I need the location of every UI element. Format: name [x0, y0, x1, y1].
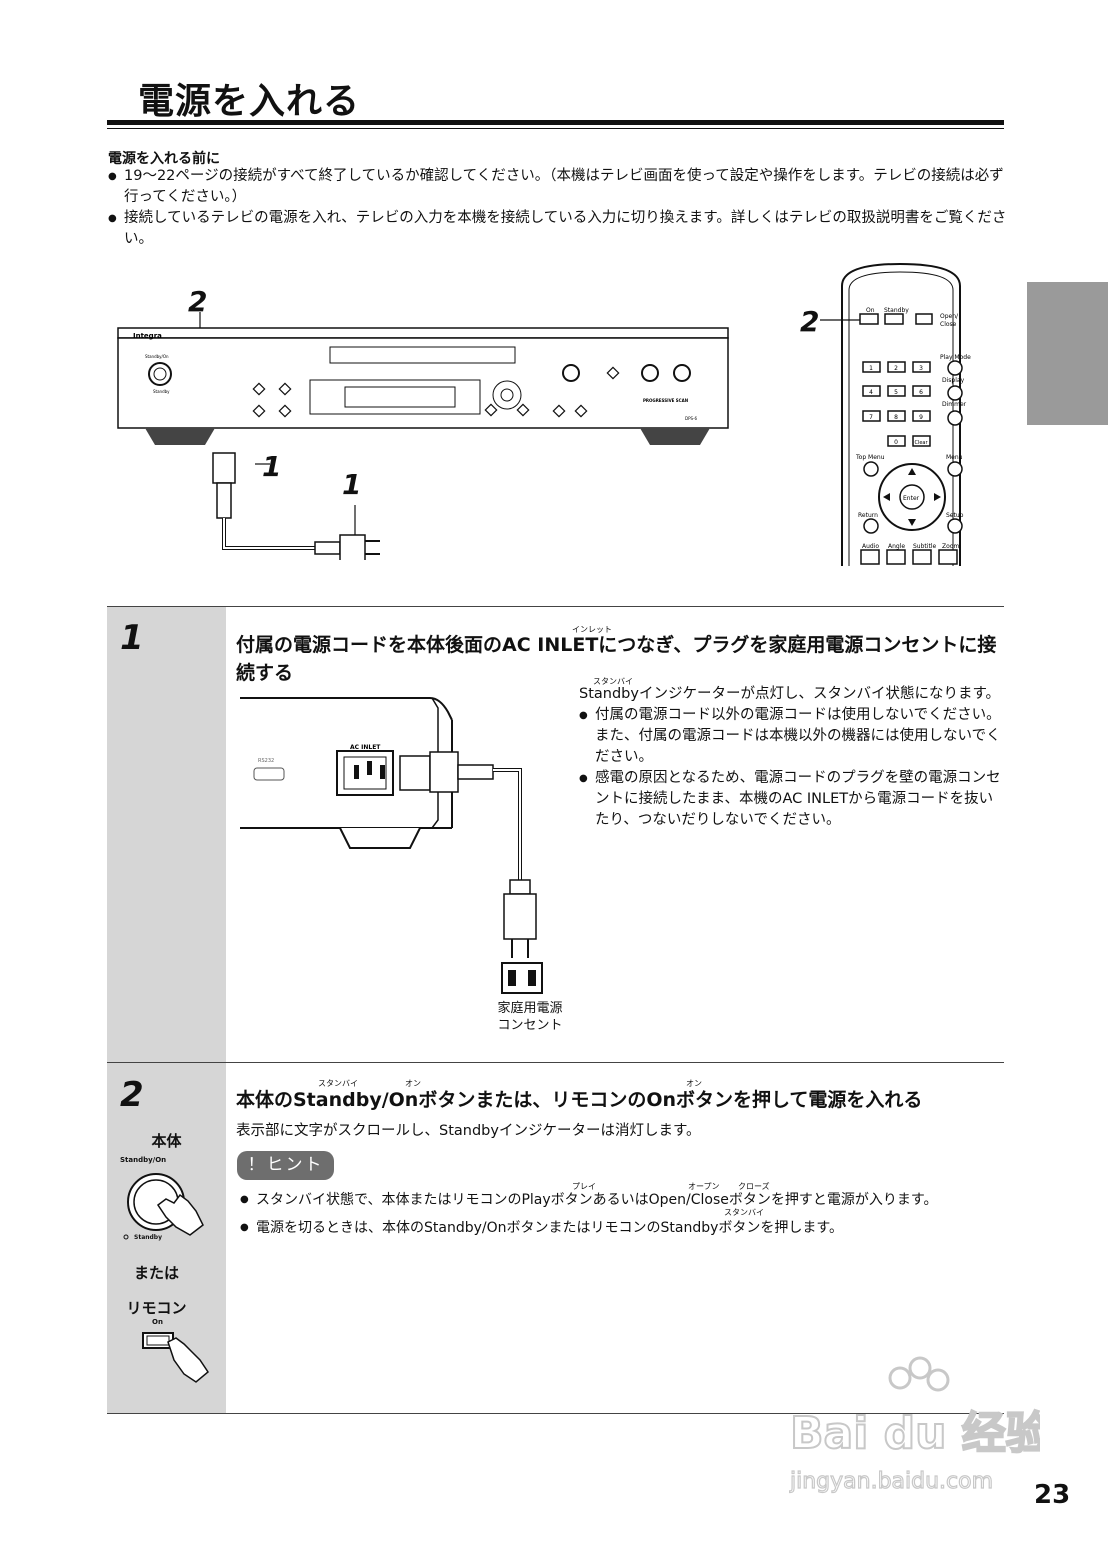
step-column — [107, 607, 226, 1414]
svg-text:PROGRESSIVE SCAN: PROGRESSIVE SCAN — [643, 398, 688, 403]
svg-text:Close: Close — [940, 321, 957, 328]
svg-text:Subtitle: Subtitle — [913, 543, 936, 550]
svg-text:On: On — [866, 307, 875, 314]
remote-key-label: 0 — [894, 439, 898, 446]
remote-key-label: Clear — [914, 440, 928, 446]
svg-text:Zoom: Zoom — [942, 543, 959, 550]
remote-key-label: 9 — [919, 414, 923, 421]
page-number: 23 — [1034, 1480, 1071, 1510]
standby-on-label: Standby/On — [120, 1156, 167, 1164]
hint-badge: ！ヒント — [237, 1151, 334, 1180]
callout-1: 1 — [342, 468, 362, 501]
svg-text:Return: Return — [858, 512, 878, 519]
baidu-watermark: Bai du 经验 jingyan.baidu.com — [788, 1356, 1040, 1495]
hint-bullet: スタンバイ状態で、本体またはリモコンのPlayボタンあるいはOpen/Close… — [240, 1186, 1010, 1214]
remote-key-label: 8 — [894, 414, 898, 421]
svg-text:AC INLET: AC INLET — [350, 744, 381, 751]
svg-text:Setup: Setup — [946, 512, 964, 519]
step-description: Standbyインジケーターが点灯し、スタンバイ状態になります。 — [579, 686, 1001, 702]
intro-bullet: 19〜22ページの接続がすべて終了しているか確認してください。（本機はテレビ画面… — [108, 166, 1008, 208]
step-title: 付属の電源コードを本体後面のAC INLETにつなぎ、プラグを家庭用電源コンセン… — [236, 634, 997, 684]
callout-2: 2 — [800, 305, 820, 338]
caution-bullet: 感電の原因となるため、電源コードのプラグを壁の電源コンセントに接続したまま、本機… — [579, 768, 1007, 831]
section-tab — [1027, 282, 1108, 425]
svg-text:Dimmer: Dimmer — [942, 401, 967, 408]
brand-label: Integra — [133, 332, 162, 340]
ruby: スタンバイ — [724, 1208, 764, 1217]
svg-text:Top Menu: Top Menu — [855, 454, 885, 461]
divider — [107, 606, 1004, 607]
remote-key-label: 1 — [869, 365, 873, 372]
standby-button-illustration — [123, 1173, 204, 1240]
standby-label: Standby — [134, 1234, 163, 1241]
svg-text:Menu: Menu — [946, 454, 963, 461]
divider — [107, 1062, 1004, 1063]
intro-bullet: 接続しているテレビの電源を入れ、テレビの入力を本機を接続している入力に切り換えま… — [108, 208, 1008, 250]
svg-text:Standby: Standby — [884, 307, 909, 314]
remote-key-label: 2 — [894, 365, 898, 372]
svg-text:Standby/On: Standby/On — [145, 354, 169, 359]
player-illustration: Integra Standby/On Standby PROGRESSIVE S… — [117, 312, 729, 560]
svg-text:Angle: Angle — [888, 543, 905, 550]
watermark-brand: Bai du 经验 — [790, 1408, 1040, 1459]
callout-2: 2 — [188, 285, 208, 318]
svg-text:Standby: Standby — [153, 389, 170, 394]
step-number: 2 — [120, 1075, 144, 1115]
ruby: インレット — [572, 625, 612, 634]
main-unit-label: 本体 — [151, 1132, 182, 1150]
svg-text:Play Mode: Play Mode — [940, 354, 971, 361]
step-title: 本体のStandby/Onボタンまたは、リモコンのOnボタンを押して電源を入れる — [236, 1089, 923, 1111]
svg-text:Display: Display — [942, 377, 965, 384]
hint-list: スタンバイ状態で、本体またはリモコンのPlayボタンあるいはOpen/Close… — [240, 1186, 1010, 1242]
remote-key-label: 6 — [919, 389, 923, 396]
remote-key-label: 7 — [869, 414, 873, 421]
rear-panel-illustration: RS232 AC INLET — [240, 697, 543, 994]
remote-key-label: 5 — [894, 389, 898, 396]
on-button-illustration — [142, 1332, 209, 1383]
caution-bullet: 付属の電源コード以外の電源コードは使用しないでください。 また、付属の電源コード… — [579, 705, 1007, 768]
intro-bullets: 19〜22ページの接続がすべて終了しているか確認してください。（本機はテレビ画面… — [108, 166, 1008, 250]
svg-text:RS232: RS232 — [258, 758, 274, 764]
remote-key-label: 4 — [869, 389, 873, 396]
title-rule — [107, 120, 1004, 125]
svg-text:Audio: Audio — [862, 543, 879, 550]
svg-text:DPS-6: DPS-6 — [685, 416, 697, 421]
remote-key-label: 3 — [919, 365, 923, 372]
ruby: オン — [686, 1079, 702, 1088]
remote-illustration: On Standby Open/ Close Play Mode Display… — [820, 262, 971, 566]
hint-bullet: 電源を切るときは、本体のStandby/OnボタンまたはリモコンのStandby… — [240, 1214, 1010, 1242]
watermark-url: jingyan.baidu.com — [789, 1469, 993, 1494]
ruby: オン — [405, 1079, 421, 1088]
step-body: Standbyインジケーターが点灯し、スタンバイ状態になります。 付属の電源コー… — [579, 684, 1007, 831]
outlet-label: 家庭用電源 コンセント — [497, 1001, 563, 1033]
ruby: スタンバイ — [318, 1079, 358, 1088]
title-rule-thin — [107, 128, 1004, 129]
ruby: スタンバイ — [593, 677, 633, 686]
remote-label: リモコン — [126, 1299, 187, 1317]
remote-on-key — [859, 313, 879, 325]
intro-heading: 電源を入れる前に — [108, 151, 220, 167]
svg-text:Open/: Open/ — [940, 313, 959, 320]
on-label: On — [152, 1318, 163, 1326]
callout-1: 1 — [262, 450, 282, 483]
svg-text:Enter: Enter — [903, 495, 920, 502]
page-title: 電源を入れる — [138, 81, 361, 122]
step-number: 1 — [120, 618, 144, 658]
or-label: または — [133, 1264, 179, 1282]
step-description: 表示部に文字がスクロールし、Standbyインジケーターは消灯します。 — [236, 1123, 701, 1139]
divider — [107, 1413, 1004, 1414]
